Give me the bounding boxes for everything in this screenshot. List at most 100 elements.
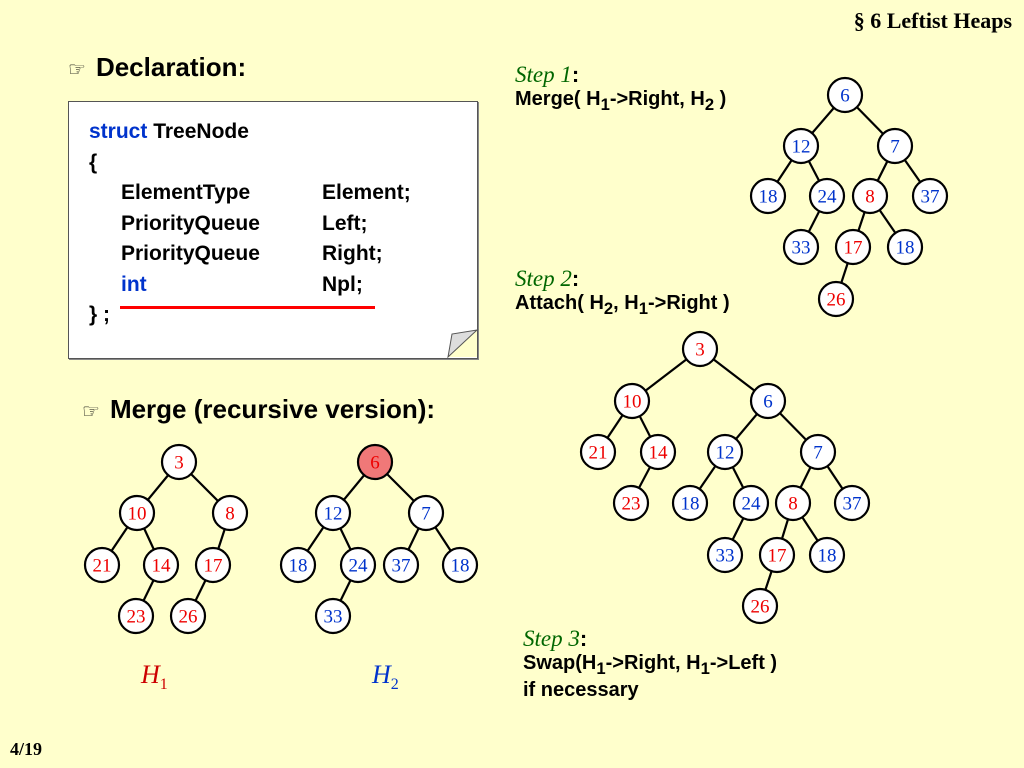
node-value: 12 bbox=[324, 504, 343, 525]
node-circle bbox=[314, 494, 352, 532]
node-value: 18 bbox=[681, 494, 700, 515]
node-value: 6 bbox=[763, 392, 773, 413]
step-3-title: Step 3 bbox=[523, 626, 580, 651]
tree-node: 8 bbox=[211, 494, 249, 532]
tree-node: 12 bbox=[782, 127, 820, 165]
node-circle bbox=[613, 382, 651, 420]
node-circle bbox=[834, 228, 872, 266]
node-value: 10 bbox=[623, 392, 642, 413]
node-circle bbox=[211, 494, 249, 532]
node-circle bbox=[774, 484, 812, 522]
step-3: Step 3: Swap(H1->Right, H1->Left ) if ne… bbox=[523, 626, 777, 702]
tree-node: 37 bbox=[833, 484, 871, 522]
node-value: 24 bbox=[349, 556, 369, 577]
tree-node: 14 bbox=[639, 433, 677, 471]
page-number: 4/19 bbox=[10, 739, 43, 759]
tree-node: 7 bbox=[407, 494, 445, 532]
h2-sub: 2 bbox=[390, 676, 399, 694]
node-circle bbox=[356, 443, 394, 481]
declaration-heading: ☞ Declaration: bbox=[68, 52, 246, 83]
h2-letter: H bbox=[372, 660, 391, 689]
step-1-colon: : bbox=[571, 62, 580, 87]
tree-node: 8 bbox=[774, 484, 812, 522]
tree-node: 10 bbox=[613, 382, 651, 420]
node-value: 3 bbox=[174, 453, 184, 474]
node-circle bbox=[169, 597, 207, 635]
tree-node: 8 bbox=[851, 177, 889, 215]
tree-node: 26 bbox=[817, 280, 855, 318]
tree-node: 33 bbox=[314, 597, 352, 635]
node-circle bbox=[886, 228, 924, 266]
node-circle bbox=[706, 536, 744, 574]
node-value: 18 bbox=[451, 556, 470, 577]
node-circle bbox=[851, 177, 889, 215]
tree-node: 21 bbox=[83, 546, 121, 584]
code-open-brace: { bbox=[89, 150, 98, 174]
field-type: PriorityQueue bbox=[121, 211, 260, 235]
field-name: Left; bbox=[322, 211, 368, 235]
node-circle bbox=[782, 228, 820, 266]
node-circle bbox=[314, 597, 352, 635]
node-circle bbox=[749, 382, 787, 420]
node-circle bbox=[441, 546, 479, 584]
step-2: Step 2: Attach( H2, H1->Right ) bbox=[515, 266, 730, 319]
tree-node: 37 bbox=[382, 546, 420, 584]
step-3-line2: if necessary bbox=[523, 679, 639, 701]
tree-node: 18 bbox=[808, 536, 846, 574]
step-1-sub: 1 bbox=[600, 95, 610, 114]
node-circle bbox=[117, 597, 155, 635]
pointing-hand-icon: ☞ bbox=[68, 59, 86, 81]
node-circle bbox=[782, 127, 820, 165]
node-circle bbox=[83, 546, 121, 584]
node-value: 8 bbox=[788, 494, 798, 515]
merge-heading-text: Merge (recursive version): bbox=[109, 394, 436, 424]
node-circle bbox=[799, 433, 837, 471]
tree-node: 24 bbox=[732, 484, 770, 522]
node-value: 24 bbox=[818, 187, 838, 208]
declaration-heading-text: Declaration: bbox=[95, 52, 247, 82]
tree-node: 23 bbox=[612, 484, 650, 522]
h1-sub: 1 bbox=[159, 676, 168, 694]
code-close: } ; bbox=[89, 303, 110, 326]
node-value: 7 bbox=[890, 137, 900, 158]
tree-node: 3 bbox=[681, 330, 719, 368]
step-2-sub: 2 bbox=[603, 299, 614, 318]
node-value: 23 bbox=[622, 494, 641, 515]
code-field-right: PriorityQueue Right; bbox=[89, 239, 383, 270]
node-circle bbox=[833, 484, 871, 522]
step-1-title: Step 1 bbox=[515, 62, 572, 87]
slide-title: § 6 Leftist Heaps bbox=[853, 8, 1012, 33]
step-3-text-part: Swap(H bbox=[523, 652, 597, 674]
tree-node: 7 bbox=[876, 127, 914, 165]
step-2-title: Step 2 bbox=[515, 266, 572, 291]
step-3-text: Swap(H1->Right, H1->Left ) bbox=[523, 652, 777, 679]
tree-node: 18 bbox=[749, 177, 787, 215]
keyword-int: int bbox=[121, 272, 147, 296]
h1-label: H1 bbox=[141, 660, 168, 694]
node-value: 18 bbox=[818, 546, 837, 567]
node-circle bbox=[612, 484, 650, 522]
step-1-text: Merge( H1->Right, H2 ) bbox=[515, 88, 726, 115]
code-line-struct: struct TreeNode bbox=[89, 117, 249, 148]
node-value: 8 bbox=[225, 504, 235, 525]
node-circle bbox=[382, 546, 420, 584]
code-field-element: ElementType Element; bbox=[89, 178, 411, 209]
field-type: PriorityQueue bbox=[121, 242, 260, 265]
step-3-text-part: ->Left ) bbox=[709, 652, 778, 674]
tree-node: 23 bbox=[117, 597, 155, 635]
step-1-text-part: ) bbox=[714, 88, 727, 110]
pointing-hand-icon: ☞ bbox=[82, 401, 100, 423]
node-circle bbox=[279, 546, 317, 584]
node-value: 26 bbox=[827, 290, 846, 311]
node-circle bbox=[681, 330, 719, 368]
node-value: 18 bbox=[896, 238, 915, 259]
node-value: 21 bbox=[93, 556, 112, 577]
node-value: 7 bbox=[813, 443, 823, 464]
node-value: 33 bbox=[324, 607, 343, 628]
node-value: 33 bbox=[716, 546, 735, 567]
tree-node: 18 bbox=[441, 546, 479, 584]
node-circle bbox=[732, 484, 770, 522]
